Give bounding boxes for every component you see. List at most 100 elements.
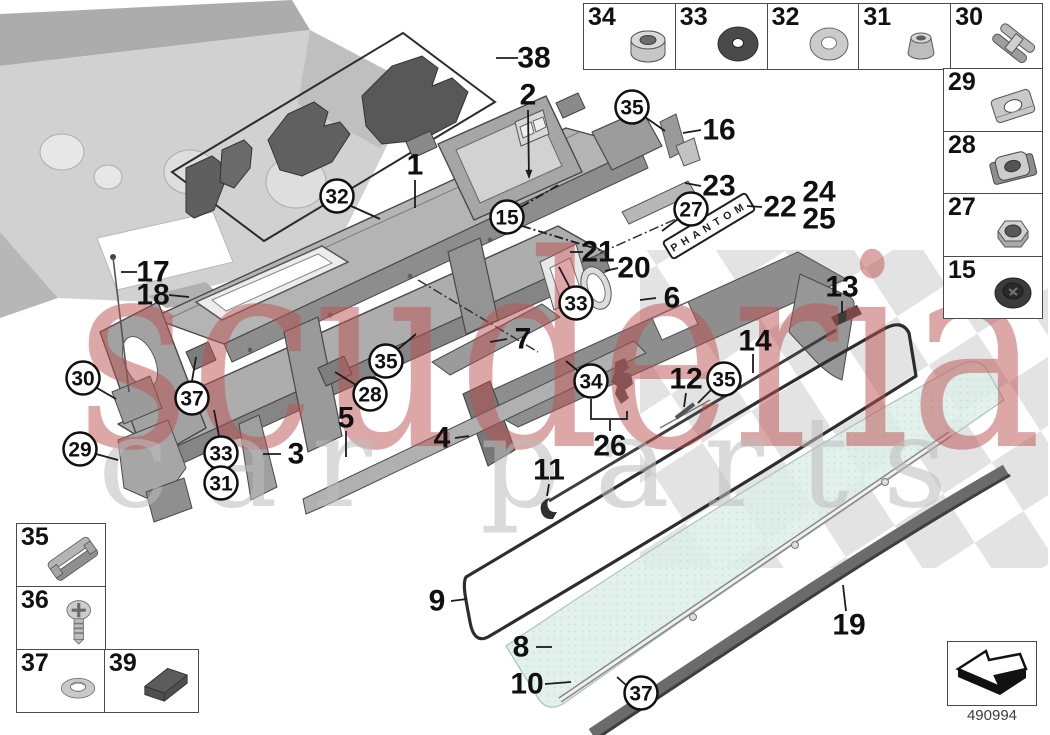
callout-leader: [520, 183, 561, 208]
diagram-reference-number: 490994: [966, 707, 1018, 724]
callout-10-24: 10: [510, 668, 543, 701]
legend-cell-37: 37: [17, 649, 105, 712]
svg-text:33: 33: [209, 443, 232, 466]
svg-text:28: 28: [358, 384, 382, 407]
channel-clip-icon: [47, 536, 99, 581]
callout-circled-31-11: 31: [203, 465, 239, 501]
legend-cell-35: 35: [17, 524, 105, 586]
legend-num-35: 35: [21, 523, 49, 551]
callout-leader: [350, 205, 381, 220]
callout-leader: [191, 356, 197, 382]
bracket-26: [590, 399, 628, 420]
svg-text:35: 35: [712, 369, 736, 392]
callout-19-25: 19: [832, 609, 865, 642]
callout-circled-27-4: 27: [673, 191, 709, 227]
glass-trim-panel-8: [505, 361, 1005, 708]
callout-12-21: 12: [669, 363, 702, 396]
callout-leader: [682, 129, 702, 134]
callout-5-16: 5: [338, 402, 355, 435]
callout-circled-29-9: 29: [62, 431, 98, 467]
washer-icon: [809, 27, 849, 61]
callout-leader: [639, 297, 657, 301]
callout-circled-28-7: 28: [352, 376, 388, 412]
callout-leader: [842, 584, 847, 612]
cap-nut-icon: [907, 32, 935, 60]
callout-6-12: 6: [664, 282, 681, 315]
svg-text:29: 29: [68, 439, 91, 462]
callout-leader: [544, 681, 572, 685]
callout-circled-35-8: 35: [368, 343, 404, 379]
callout-16-2: 16: [702, 114, 735, 147]
washer-grommet-icon: [60, 678, 96, 699]
watermark-subtext: car parts: [98, 389, 981, 536]
callout-leader: [489, 338, 508, 343]
callout-1-3: 1: [407, 149, 424, 182]
callout-25-7: 25: [802, 203, 835, 236]
callout-circled-33-10: 33: [203, 435, 239, 471]
legend-cell-34: 34: [584, 4, 675, 69]
callout-leader: [96, 387, 117, 400]
legend-cell-15: 15: [944, 255, 1042, 318]
rod-and-clips: [540, 305, 862, 520]
legend-cell-30: 30: [950, 4, 1042, 69]
callout-2-1: 2: [520, 79, 537, 112]
callout-20-9: 20: [617, 252, 650, 285]
direction-indicator-box: [947, 641, 1037, 706]
callout-leader: [450, 598, 468, 602]
legend-num-39: 39: [109, 649, 137, 677]
svg-text:32: 32: [325, 186, 348, 209]
callout-leader: [558, 266, 571, 289]
callout-circled-35-1: 35: [614, 89, 650, 125]
foam-pad-icon: [143, 668, 189, 702]
fastener-legend-bottom-left: 35 36 37: [16, 523, 106, 713]
callout-22-5: 22: [763, 191, 796, 224]
callout-leader: [565, 360, 579, 372]
callout-circled-15-2: 15: [489, 199, 525, 235]
callout-4-18: 4: [434, 422, 451, 455]
legend-cell-29: 29: [944, 69, 1042, 131]
callout-circled-37-14: 37: [623, 675, 659, 711]
callout-24-6: 24: [802, 176, 836, 209]
callout-circled-33-3: 33: [558, 285, 594, 321]
legend-cell-32: 32: [766, 4, 859, 69]
callout-11-20: 11: [533, 454, 565, 487]
callout-leader: [697, 389, 712, 404]
callout-38-0: 38: [517, 42, 550, 75]
callout-leader: [527, 109, 530, 178]
callout-leader: [644, 116, 666, 132]
legend-num-37: 37: [21, 649, 49, 677]
callout-leader: [396, 333, 417, 351]
callout-9-22: 9: [429, 585, 446, 618]
legend-cell-39: 39: [104, 649, 199, 713]
cage-nut-icon: [989, 151, 1038, 185]
callout-leader: [746, 205, 763, 208]
trim-panel-outline-9: [462, 323, 918, 641]
legend-num-33: 33: [679, 3, 708, 31]
callout-leader: [334, 371, 357, 386]
callout-14-15: 14: [738, 325, 772, 358]
callout-leader: [546, 483, 550, 497]
svg-text:35: 35: [620, 97, 644, 120]
legend-num-29: 29: [948, 68, 976, 96]
callout-leader: [616, 676, 627, 686]
hex-nut-icon: [997, 220, 1029, 247]
legend-num-15: 15: [948, 255, 976, 284]
callout-13-14: 13: [825, 271, 858, 304]
fastener-legend-right-column: 29 28 27 15: [943, 68, 1043, 319]
callout-17-10: 17: [136, 256, 169, 289]
callout-leader: [604, 267, 619, 272]
rubber-washer-icon: [717, 26, 759, 62]
legend-num-31: 31: [863, 3, 892, 31]
callout-circled-34-12: 34: [573, 363, 609, 399]
svg-text:35: 35: [374, 351, 398, 374]
callout-23-4: 23: [702, 170, 735, 203]
insulation-kit-box-38: [170, 31, 497, 243]
spring-clip-icon: [992, 23, 1036, 64]
svg-text:30: 30: [71, 368, 94, 391]
callout-leader: [454, 435, 470, 439]
legend-cell-28: 28: [944, 130, 1042, 193]
svg-text:15: 15: [495, 207, 519, 230]
